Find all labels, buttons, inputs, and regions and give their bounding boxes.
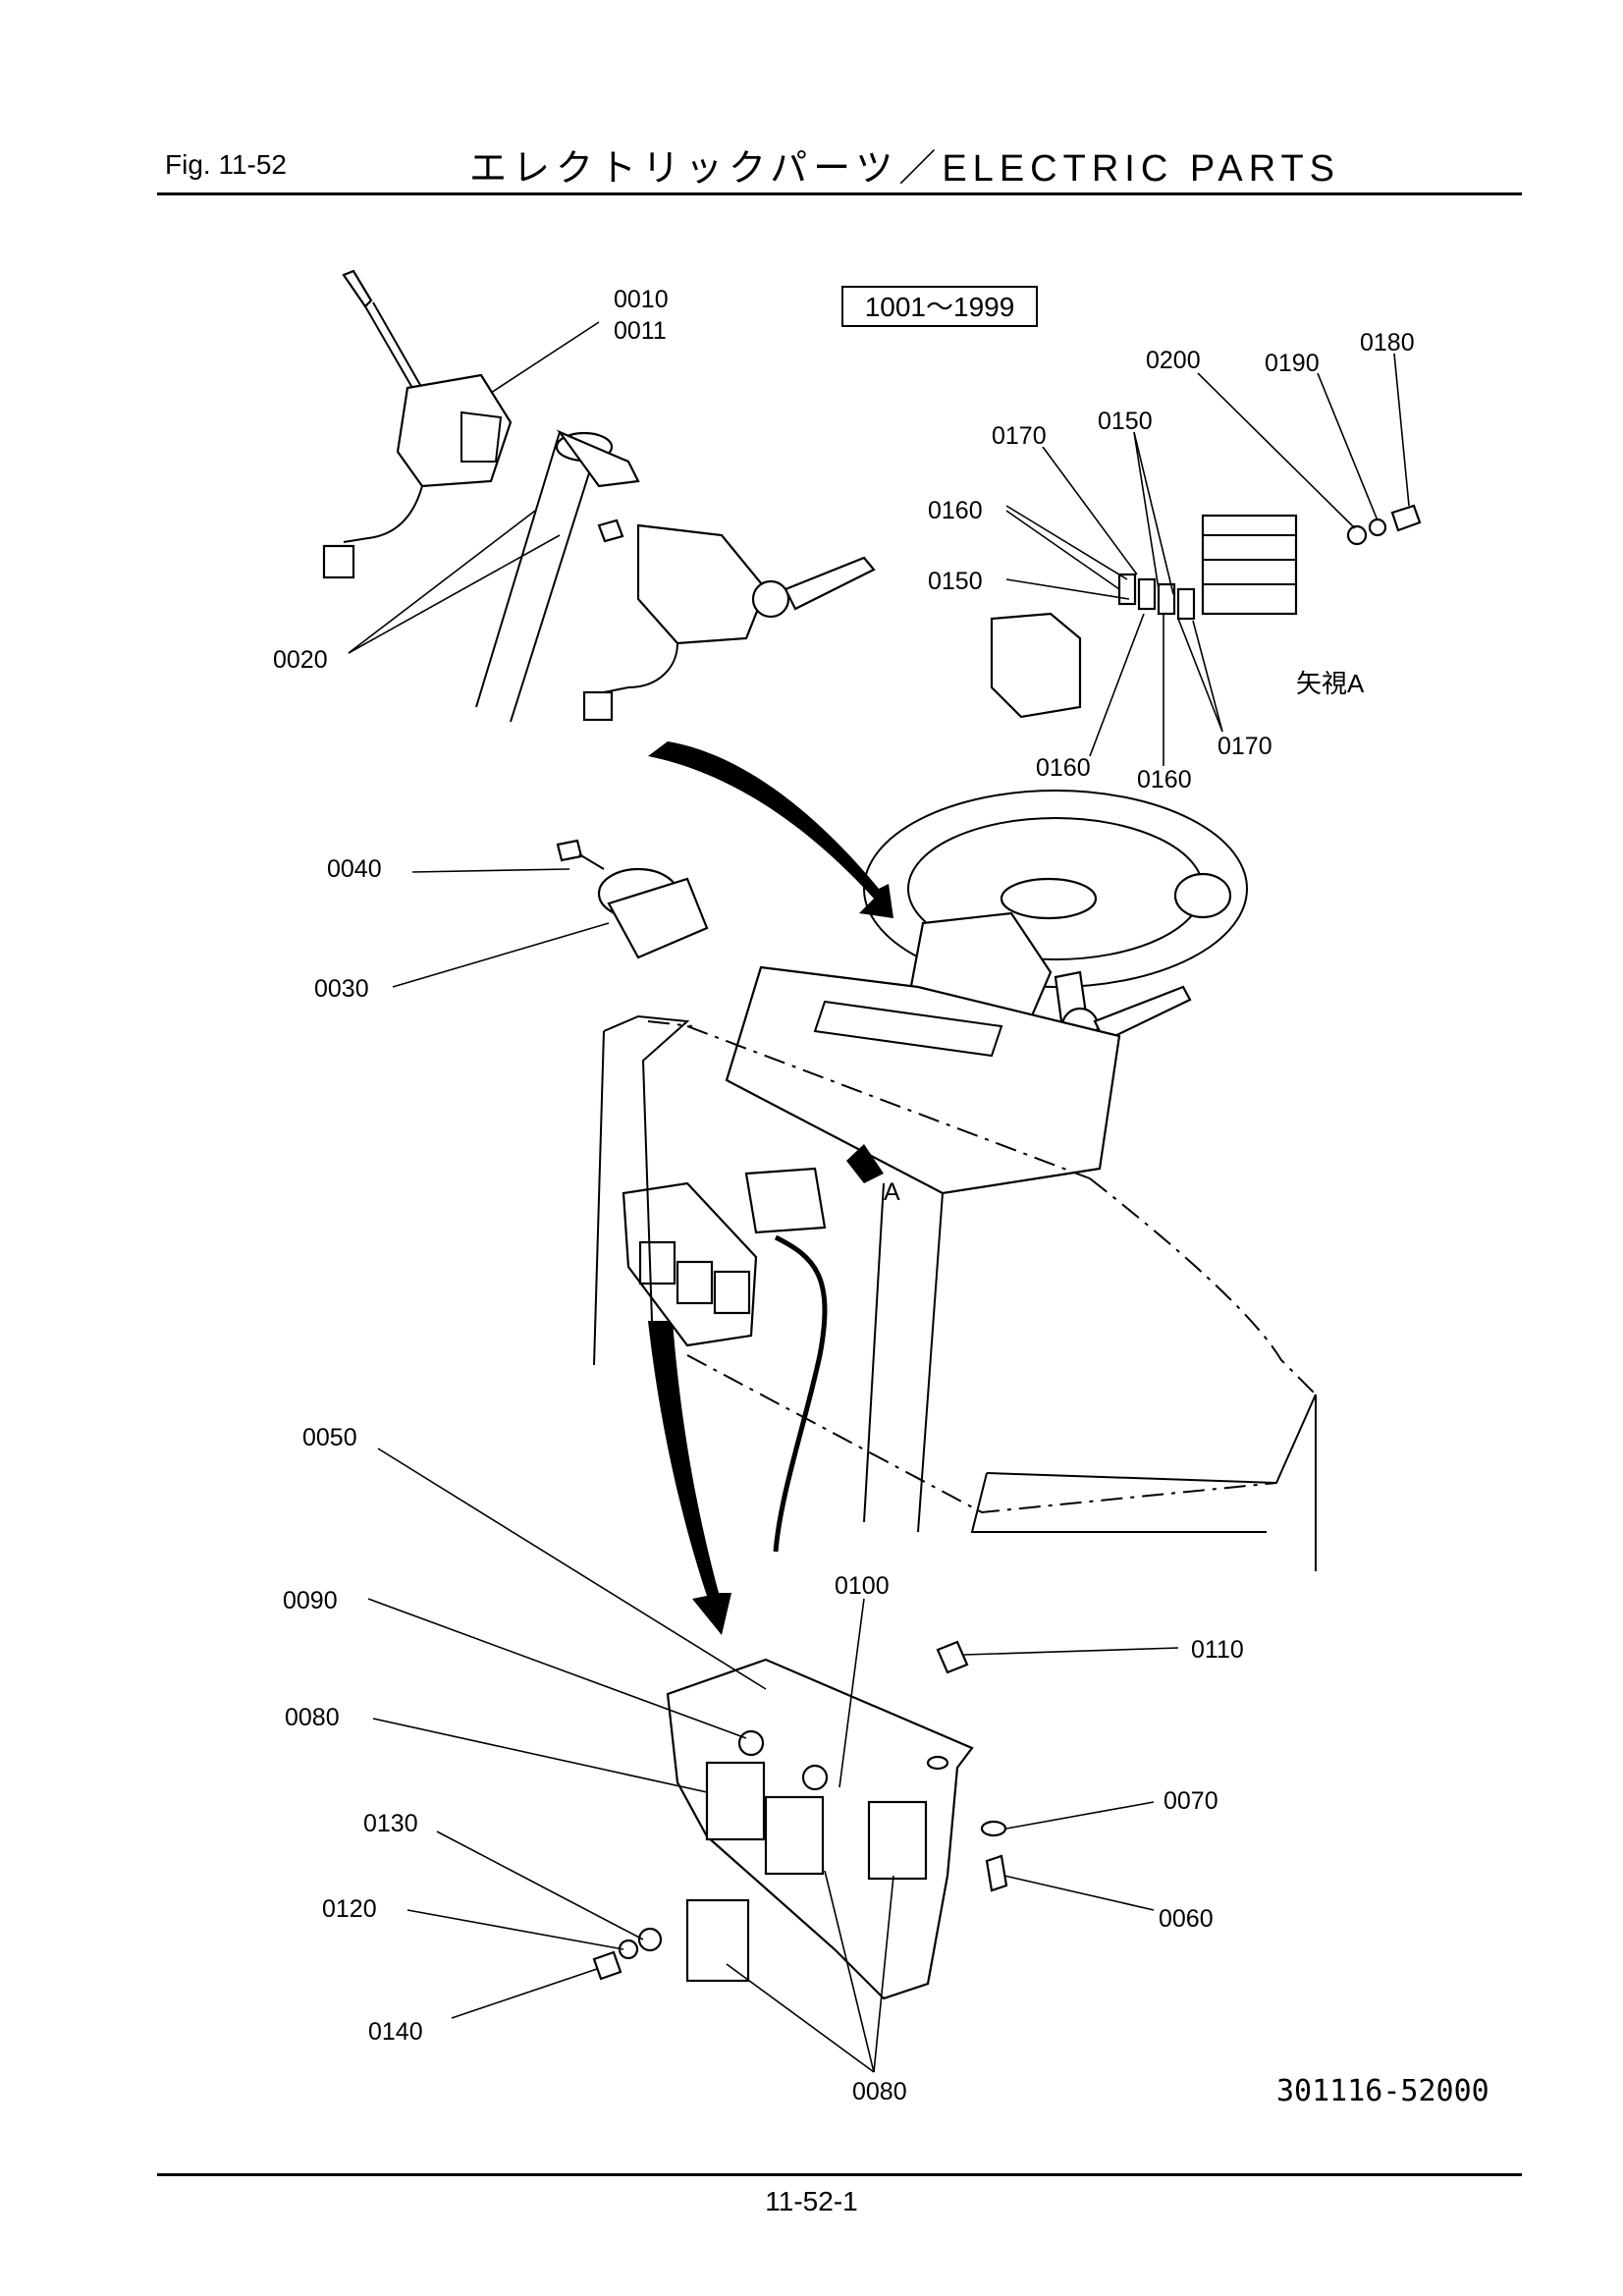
drawing-number: 301116-52000 <box>1276 2074 1489 2108</box>
callout-0060: 0060 <box>1159 1905 1214 1933</box>
callout-0160-bottom-left: 0160 <box>1036 754 1091 782</box>
callout-0170-bottom: 0170 <box>1217 733 1272 760</box>
callout-0200: 0200 <box>1146 347 1201 374</box>
callout-0011: 0011 <box>614 317 667 345</box>
flow-arrow-lower <box>648 1321 731 1635</box>
callout-0150-left: 0150 <box>928 568 983 595</box>
callout-0150-top: 0150 <box>1098 408 1153 435</box>
callout-0120: 0120 <box>322 1895 377 1923</box>
relay-bracket-assembly <box>592 1640 1008 2000</box>
callout-0110: 0110 <box>1191 1636 1244 1664</box>
fuse-box-view-a <box>990 504 1422 719</box>
key-switch <box>556 839 709 959</box>
view-a-label: 矢視A <box>1296 669 1365 698</box>
combination-switch-assembly <box>322 269 876 723</box>
figure-number: Fig. 11-52 <box>165 149 287 180</box>
callout-0010: 0010 <box>614 286 669 313</box>
callout-0090: 0090 <box>283 1587 338 1614</box>
callout-0030: 0030 <box>314 975 369 1003</box>
leader-lines <box>348 321 1410 2073</box>
page-header: Fig. 11-52 エレクトリックパーツ／ELECTRIC PARTS <box>157 137 1522 196</box>
callout-0160-left: 0160 <box>928 497 983 524</box>
callout-0140: 0140 <box>368 2018 423 2046</box>
callout-0180: 0180 <box>1360 329 1415 356</box>
callout-0020: 0020 <box>273 646 328 674</box>
header-rule <box>157 192 1522 195</box>
callout-0170-top: 0170 <box>992 422 1047 450</box>
serial-range-text: 1001～1999 <box>865 292 1015 322</box>
callout-0130: 0130 <box>363 1810 418 1837</box>
serial-range-box: 1001～1999 <box>841 286 1038 327</box>
arrow-a-label: A <box>884 1178 900 1206</box>
steering-column-assembly: A <box>622 790 1248 1553</box>
page-title: エレクトリックパーツ／ELECTRIC PARTS <box>469 148 1341 190</box>
dashboard-outline <box>647 1020 1317 1514</box>
callout-0080-top: 0080 <box>285 1704 340 1731</box>
callout-0050: 0050 <box>302 1424 357 1451</box>
footer-rule <box>157 2173 1522 2176</box>
callout-0040: 0040 <box>327 855 382 883</box>
callout-0100: 0100 <box>835 1572 890 1600</box>
callout-0070: 0070 <box>1163 1787 1218 1815</box>
page-number: 11-52-1 <box>765 2186 858 2216</box>
callout-0190: 0190 <box>1265 350 1320 377</box>
callout-0080-bottom: 0080 <box>852 2078 907 2105</box>
flow-arrow-upper <box>648 741 893 918</box>
callout-0160-bottom: 0160 <box>1137 766 1192 793</box>
callout-labels: 0010 0011 0020 0030 0040 0050 0060 0070 … <box>273 286 1415 2105</box>
